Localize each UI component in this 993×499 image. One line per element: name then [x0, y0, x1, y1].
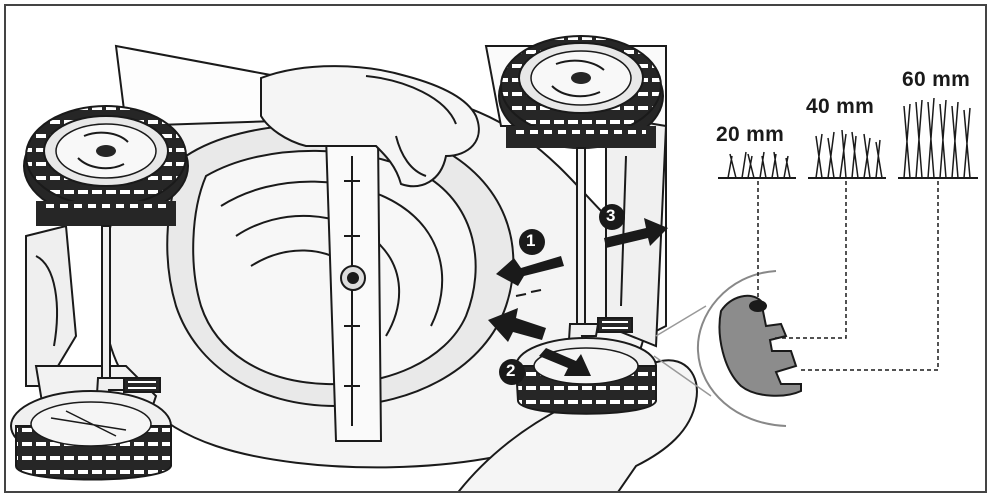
arrow-icon [488, 218, 668, 376]
lever-detail [653, 270, 802, 427]
hand-icon [114, 44, 480, 188]
grass-icon [718, 151, 796, 179]
grass-icon [808, 129, 886, 179]
height-label-60mm: 60 mm [902, 68, 971, 91]
step-label-1: 1 [526, 231, 536, 250]
step-marker-3 [599, 204, 625, 230]
wheel-icon [10, 390, 172, 481]
step-marker-1 [519, 229, 545, 255]
wheel-icon [23, 105, 189, 226]
step-marker-2 [499, 359, 525, 385]
grass-icon [898, 97, 978, 179]
illustration-frame: 1 2 3 20 mm 40 mm 60 mm [4, 4, 987, 493]
lawnmower-illustration [10, 35, 978, 491]
height-label-20mm: 20 mm [716, 123, 785, 146]
height-guide-lines [757, 181, 939, 371]
height-label-40mm: 40 mm [806, 95, 875, 118]
step-label-3: 3 [606, 206, 616, 225]
blade-icon [324, 135, 383, 442]
step-label-2: 2 [506, 361, 516, 380]
height-lever-icon [718, 294, 802, 397]
wheel-icon [498, 35, 664, 149]
